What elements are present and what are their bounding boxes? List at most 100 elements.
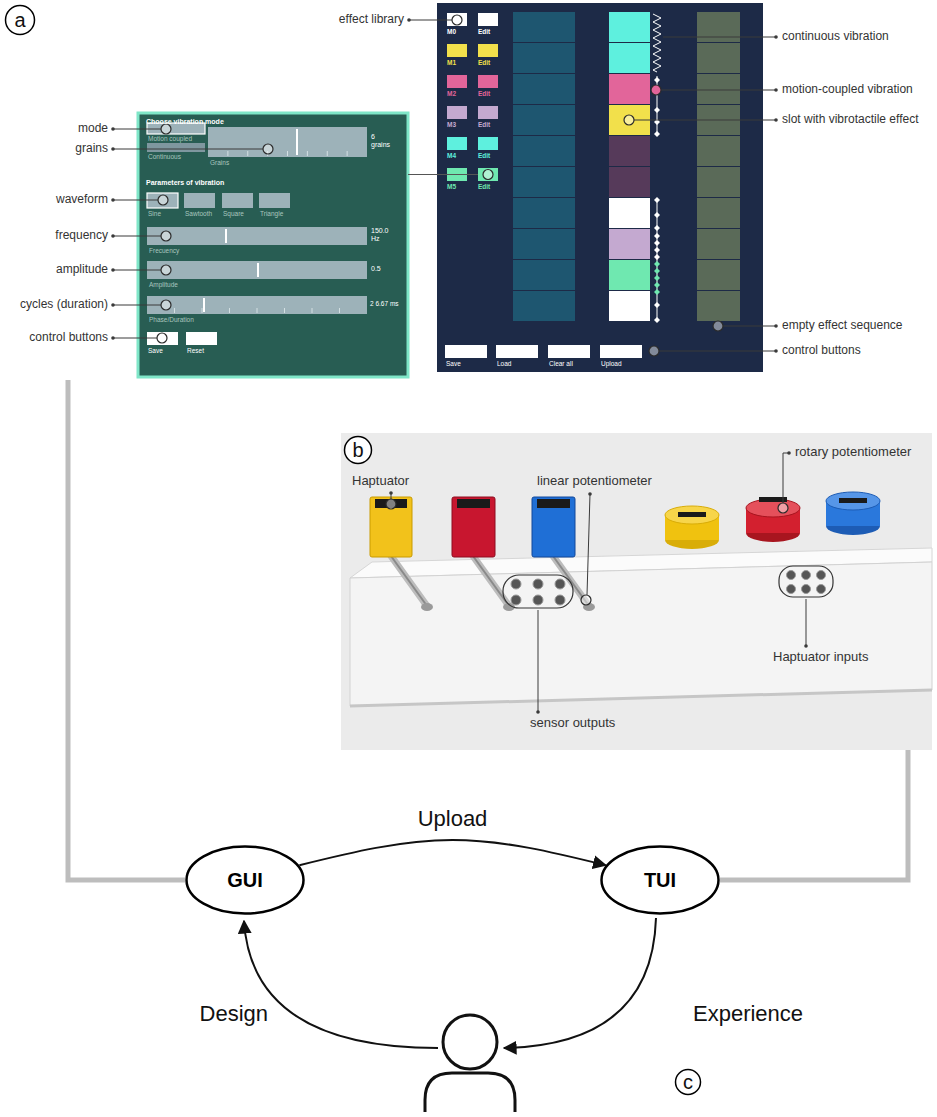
parameter-slider: Frecuency150.0 Hz [147, 227, 367, 245]
node-text: sensor outputs [530, 716, 615, 731]
device-photo [533, 579, 543, 589]
callout-label: frequency [55, 229, 108, 243]
interface-ellipse: GUI [185, 845, 305, 915]
slider-tick [312, 308, 313, 313]
device-photo [532, 497, 575, 557]
slider-tick [174, 308, 175, 313]
leader-dot [407, 18, 411, 22]
callout-label: cycles (duration) [20, 298, 108, 312]
callout-marker [483, 170, 493, 180]
node-text: Save [148, 347, 163, 354]
edit-button-shape [478, 75, 498, 88]
sequencer-panel-shape [437, 3, 763, 372]
slider-handle [296, 129, 298, 155]
edit-button: Edit [478, 13, 498, 26]
callout-label: amplitude [56, 263, 108, 277]
leader-dot [111, 234, 115, 238]
node-text: Sine [148, 210, 161, 217]
effect-slot [697, 167, 740, 197]
parameter-slider: Amplitude0.5 [147, 261, 367, 279]
library-button-shape [447, 44, 467, 57]
device-photo [370, 497, 412, 557]
interface-ellipse: TUI [600, 845, 720, 915]
device-photo [457, 499, 490, 508]
node-text: GUI [227, 869, 263, 892]
waveform-button: Square [222, 193, 253, 208]
grain-marker [654, 302, 660, 308]
device-photo [678, 512, 706, 517]
waveform-button: Triangle [259, 193, 290, 208]
node-text: Continuous [148, 153, 181, 160]
node-text: M0 [447, 28, 456, 35]
effect-slot [609, 136, 650, 166]
panel-letter: c [674, 1068, 702, 1096]
device-photo [391, 556, 427, 606]
node-text: c [683, 1071, 693, 1094]
node-text: a [14, 9, 25, 32]
callout-label: mode [78, 122, 108, 136]
design-cycle [68, 380, 185, 880]
callout-marker [158, 195, 168, 205]
node-text: Upload [601, 360, 622, 367]
callout-marker [161, 231, 171, 241]
callout-label: Design [200, 1001, 268, 1026]
leader-dot [536, 710, 540, 714]
device-photo [391, 556, 427, 606]
grain-marker [654, 254, 660, 260]
editor-panel-shape [138, 113, 408, 377]
device-photo [802, 571, 811, 580]
control-button: Reset [186, 332, 217, 345]
node-text: Choose vibration mode [146, 118, 224, 126]
library-button: M2 [447, 75, 467, 88]
effect-slot [609, 260, 650, 290]
leader-line [806, 599, 807, 646]
slider-tick [339, 308, 340, 313]
library-button-shape [447, 137, 467, 150]
edit-button-shape [478, 106, 498, 119]
effect-slot [609, 43, 650, 73]
callout-label: control buttons [29, 331, 108, 345]
callout-label: grains [75, 142, 108, 156]
design-cycle [68, 380, 656, 1112]
slider-tick [287, 151, 288, 156]
design-cycle [244, 921, 438, 1048]
library-button: M5 [447, 168, 467, 181]
leader-dot [774, 349, 778, 353]
callout-label: effect library [339, 13, 404, 27]
slider-tick [247, 151, 248, 156]
callout-label: slot with vibrotactile effect [782, 113, 919, 127]
leader-dot [787, 451, 791, 455]
grain-marker [654, 261, 660, 267]
effect-slot [697, 136, 740, 166]
edit-button-shape [478, 13, 498, 26]
node-text: Square [223, 210, 244, 217]
node-text: Clear all [549, 360, 573, 367]
control-button: Upload [600, 345, 642, 358]
node-text: Edit [478, 59, 490, 66]
callout-marker [778, 503, 788, 513]
connectors [299, 175, 908, 881]
node-text: rotary potentiometer [795, 445, 911, 460]
device-photo [665, 506, 719, 524]
leader-dot [111, 147, 115, 151]
interface-ellipse-outline [602, 847, 719, 914]
device-photo [839, 498, 867, 503]
callout-label: motion-coupled vibration [782, 83, 913, 97]
device-photo [503, 575, 573, 608]
effect-slot [697, 198, 740, 228]
slider-tick [327, 151, 328, 156]
node-text: Edit [478, 28, 490, 35]
slider-tick [307, 151, 308, 156]
node-text: Frecuency [149, 247, 179, 254]
leader-line [113, 270, 161, 271]
continuous-symbol [653, 14, 661, 72]
effect-slot [513, 198, 575, 228]
device-photo [511, 595, 521, 605]
leader-dot [804, 644, 808, 648]
grain-marker [654, 197, 660, 203]
device-photo [787, 585, 796, 594]
device-photo [350, 492, 932, 706]
callout-label: empty effect sequence [782, 319, 903, 333]
node-text: Edit [478, 90, 490, 97]
